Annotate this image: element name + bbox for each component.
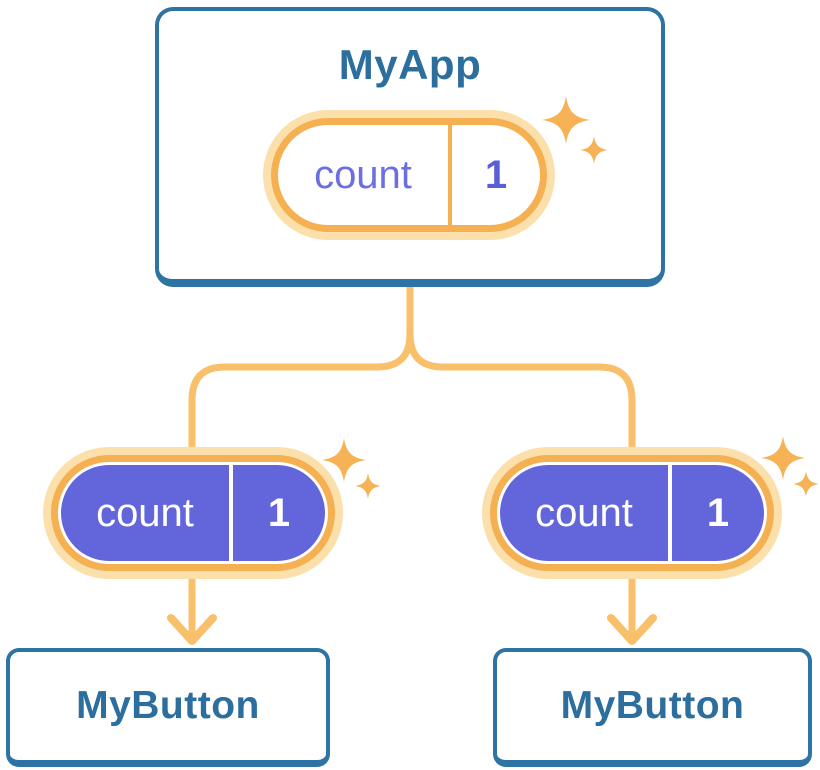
component-card-right: MyButton: [493, 648, 812, 767]
state-pill-root: count 1: [263, 110, 555, 240]
pill-core: count 1: [497, 462, 767, 564]
arrow-down-left-icon: [167, 614, 217, 645]
arrow-down-right-icon: [607, 614, 657, 645]
pill-ring: count 1: [51, 455, 335, 571]
pill-label: count: [314, 152, 412, 197]
pill-ring: count 1: [271, 118, 547, 232]
pill-value: 1: [484, 152, 508, 197]
props-pill-right: count 1: [482, 447, 782, 579]
props-pill-left: count 1: [43, 447, 343, 579]
component-title: MyApp: [338, 41, 482, 88]
pill-label: count: [96, 490, 194, 535]
pill-value: 1: [706, 490, 730, 535]
pill-ring: count 1: [490, 455, 774, 571]
pill-core: count 1: [58, 462, 328, 564]
pill-divider: [448, 125, 452, 225]
component-card-left: MyButton: [6, 648, 330, 767]
pill-value: 1: [267, 490, 291, 535]
pill-label: count: [535, 490, 633, 535]
component-title: MyButton: [560, 684, 745, 727]
component-title: MyButton: [76, 684, 260, 727]
pill-divider: [668, 465, 672, 561]
pill-core: count 1: [278, 125, 540, 225]
